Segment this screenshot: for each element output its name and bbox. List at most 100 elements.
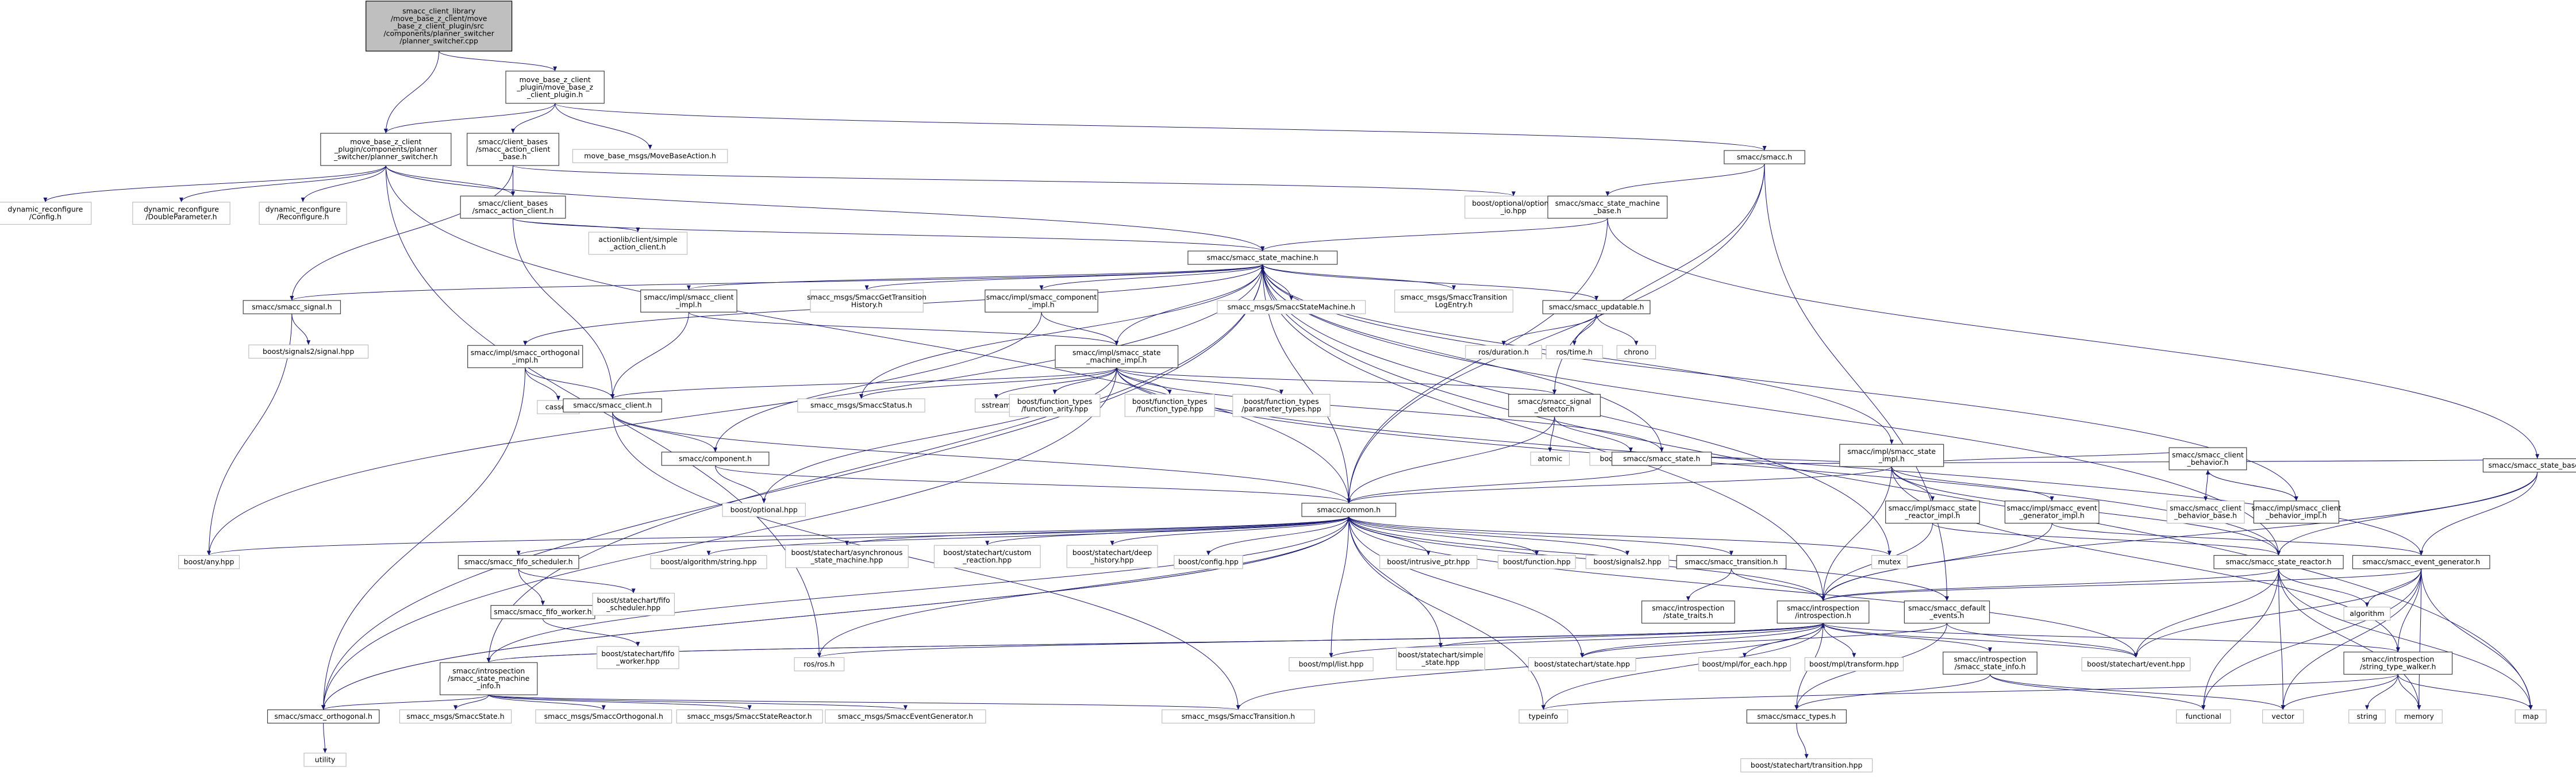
node-label-line: smacc/smacc_signal.h — [252, 303, 332, 311]
node-statemachine: smacc/smacc_state_machine.h — [1187, 251, 1338, 265]
node-box — [1943, 652, 2037, 675]
edge-line — [2366, 568, 2422, 607]
node-label-line: /move_base_z_client/move — [391, 14, 487, 22]
node-label-line: actionlib/client/simple — [598, 235, 678, 244]
node-box — [460, 195, 566, 219]
edge-introspection-to-mplforeach — [1742, 623, 1824, 658]
edge-stringwalker-to-map — [2397, 674, 2533, 710]
edge-line — [180, 165, 386, 202]
edge-line — [688, 311, 1117, 346]
node-boptional: boost/optional.hpp — [722, 503, 806, 517]
edge-stringwalker-to-string — [2364, 674, 2398, 710]
edge-line — [1607, 218, 2538, 459]
edge-arrowhead — [516, 550, 521, 556]
node-msgegen: smacc_msgs/SmaccEventGenerator.h — [825, 709, 986, 724]
node-plannersw: move_base_z_client_plugin/components/pla… — [320, 133, 452, 166]
edge-statereactor-to-map — [2278, 568, 2533, 710]
node-label-line: _plugin/components/planner — [334, 145, 437, 153]
edge-compimpl-to-componenth — [713, 312, 1042, 452]
edge-line — [1932, 523, 2279, 556]
node-mpltransform: boost/mpl/transform.hpp — [1804, 657, 1904, 672]
edge-common-to-bscasync — [844, 516, 1349, 546]
edge-arrowhead — [2417, 705, 2421, 710]
edge-line — [1348, 516, 1544, 710]
node-label-line: _state_machine.hpp — [810, 556, 883, 564]
node-msgstate: smacc_msgs/SmaccState.h — [399, 709, 512, 724]
edge-line — [715, 312, 1042, 452]
node-box — [2169, 447, 2247, 471]
edge-line — [1823, 623, 2398, 653]
edge-line — [1554, 416, 1631, 452]
node-smimpl: smacc/impl/smacc_state_machine_impl.h — [1055, 345, 1179, 368]
edge-common-to-bfunction — [1348, 516, 1539, 556]
edge-line — [1823, 568, 2279, 602]
node-label-line: /components/planner_switcher — [383, 29, 494, 37]
node-label-line: smacc_msgs/SmaccState.h — [406, 712, 504, 721]
edge-line — [1582, 623, 1947, 658]
edge-arrowhead — [762, 498, 766, 503]
node-ftparam: boost/function_types/parameter_types.hpp — [1232, 394, 1331, 417]
edge-line — [2135, 568, 2422, 658]
node-fttype: boost/function_types/function_type.hpp — [1124, 394, 1215, 417]
node-transitionh: smacc/smacc_transition.h — [1676, 555, 1787, 569]
node-label-line: boost/statechart/asynchronous — [791, 548, 902, 557]
node-bscevent: boost/statechart/event.hpp — [2081, 657, 2191, 672]
node-label-line: smacc_msgs/SmaccStatus.h — [810, 401, 912, 410]
node-label-line: smacc/impl/smacc_component — [986, 292, 1097, 301]
edge-line — [1348, 416, 1555, 503]
edge-arrowhead — [1628, 447, 1633, 452]
node-box — [588, 232, 688, 255]
edge-smacch-to-smbase — [1605, 164, 1765, 197]
edge-arrowhead — [2201, 705, 2206, 710]
node-box — [597, 646, 679, 669]
edge-line — [1348, 516, 1429, 556]
edge-line — [323, 367, 1117, 710]
edge-common-to-rosros — [817, 516, 1349, 658]
node-bsignals2sig: boost/signals2/signal.hpp — [248, 344, 369, 359]
node-label-line: sstream — [982, 401, 1010, 410]
node-label-line: typeinfo — [1529, 712, 1558, 721]
edge-fifosched-to-bscfifo — [518, 568, 636, 594]
edge-smimpl-to-sstream — [994, 367, 1117, 399]
edge-line — [1823, 623, 2136, 658]
edge-line — [1823, 523, 2052, 601]
node-label-line: _info.h — [476, 681, 501, 690]
node-label-line: boost/any.hpp — [184, 557, 234, 566]
edge-arrowhead — [179, 197, 183, 202]
node-utility: utility — [303, 753, 347, 767]
edge-line — [1116, 367, 1662, 452]
edge-line — [513, 218, 613, 399]
node-ftarity: boost/function_types/function_arity.hpp — [1009, 394, 1101, 417]
edge-arrowhead — [511, 128, 516, 133]
node-label-line: smacc/smacc_event_generator.h — [2362, 557, 2480, 566]
edge-arrowhead — [1347, 516, 1351, 521]
node-label-line: /function_arity.hpp — [1021, 405, 1088, 413]
edge-smimpl-to-orthogonalh — [321, 367, 1117, 710]
edge-smimpl-to-status — [859, 367, 1117, 399]
node-label-line: smacc/client_bases — [478, 137, 548, 146]
node-label-line: boost/signals2/signal.hpp — [263, 347, 354, 356]
node-label-line: mutex — [1878, 557, 1901, 566]
edge-common-to-smachineinfo — [486, 516, 1349, 663]
node-balgostr: boost/algorithm/string.hpp — [650, 555, 767, 569]
node-label-line: smacc/introspection — [2362, 655, 2434, 664]
edge-line — [439, 51, 556, 71]
node-bscstate: boost/statechart/state.hpp — [1528, 657, 1636, 672]
node-label-line: move_base_z_client — [350, 137, 421, 146]
edge-line — [987, 516, 1349, 546]
edge-line — [513, 165, 1514, 197]
edge-statemachine-to-translog — [1262, 264, 1456, 291]
node-label-line: /DoubleParameter.h — [145, 213, 217, 221]
node-vector: vector — [2262, 709, 2304, 724]
edge-arrowhead — [207, 550, 212, 556]
edge-arrowhead — [2535, 454, 2540, 459]
node-label-line: _behavior_impl.h — [2265, 511, 2327, 520]
edge-line — [488, 694, 1239, 710]
node-label-line: _base_z_client_plugin/src — [393, 21, 484, 30]
edge-arrowhead — [713, 447, 718, 452]
edge-line — [612, 312, 689, 399]
node-boostany: boost/any.hpp — [178, 555, 240, 569]
node-label-line: /Config.h — [29, 213, 61, 221]
